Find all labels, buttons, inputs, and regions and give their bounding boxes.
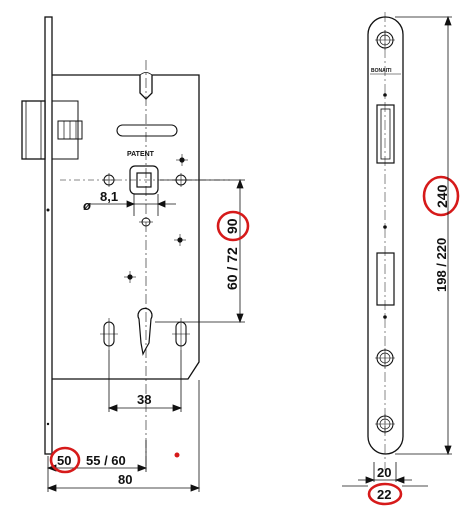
case-depth-label: 80 — [118, 472, 132, 487]
backset-options-label: 55 / 60 — [86, 453, 126, 468]
latch-bolt — [21, 100, 46, 160]
forend-length-highlight-label: 240 — [434, 184, 450, 208]
highlight-backset — [49, 446, 81, 474]
lock-side-view — [367, 12, 404, 470]
bolt-window — [376, 252, 395, 306]
square-size-label: 8,1 — [100, 189, 118, 204]
lock-case — [52, 74, 200, 380]
patent-label: PATENT — [127, 151, 155, 158]
latch-window — [376, 104, 395, 164]
keyhole — [137, 307, 153, 356]
center-distance-highlight-label: 90 — [224, 218, 240, 234]
case-thickness-label: 20 — [377, 465, 391, 480]
key-spacing-label: 38 — [137, 392, 151, 407]
red-dot-mark — [174, 452, 180, 458]
front-dimensions — [46, 178, 245, 492]
center-distance-options-label: 60 / 72 — [224, 247, 240, 290]
highlight-forend-width — [367, 482, 403, 506]
side-dimensions — [342, 15, 452, 487]
diameter-symbol: ø — [83, 198, 91, 213]
forend-length-options-label: 198 / 220 — [434, 238, 449, 292]
highlight-marks — [49, 175, 460, 506]
patent-slot — [116, 124, 178, 137]
brand-label: BONAITI — [371, 68, 392, 74]
highlight-forend-length — [422, 175, 460, 217]
forend-width-highlight-label: 22 — [377, 487, 391, 502]
lock-front-view — [21, 16, 230, 470]
forend-plate — [367, 16, 404, 455]
backset-highlight-label: 50 — [57, 453, 71, 468]
highlight-center-distance — [216, 210, 250, 242]
faceplate — [44, 16, 53, 455]
